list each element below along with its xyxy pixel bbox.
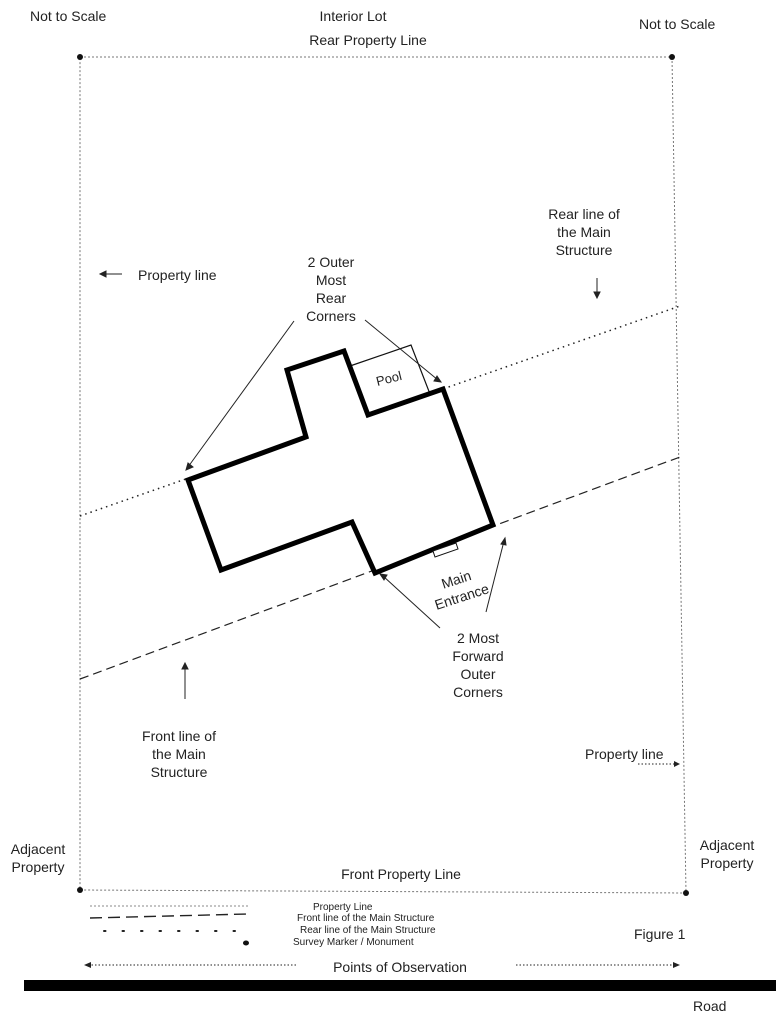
property-line-left-label: Property line: [138, 267, 217, 283]
annotation-arrows: [98, 270, 601, 699]
front-property-line-label: Front Property Line: [341, 866, 461, 882]
main-entrance-step: [432, 542, 459, 558]
survey-marker-tl: [77, 54, 83, 60]
interior-lot-label: Interior Lot: [319, 8, 387, 24]
adjacent-property-right: Adjacent Property: [699, 837, 755, 871]
survey-marker-tr: [669, 54, 675, 60]
figure-label: Figure 1: [634, 926, 686, 942]
survey-marker-bl: [77, 887, 83, 893]
property-line-right-arrowhead: [674, 761, 680, 767]
not-to-scale-left: Not to Scale: [30, 8, 107, 24]
main-structure: [184, 347, 497, 577]
outer-rear-corners-label: 2 Outer Most Rear Corners: [306, 254, 356, 324]
observation-arrowhead-left: [84, 962, 91, 968]
legend-survey-marker-sample: [243, 940, 249, 946]
legend-survey-marker: Survey Marker / Monument: [293, 937, 414, 948]
forward-corners-label: 2 Most Forward Outer Corners: [452, 630, 504, 700]
legend-front-line: Front line of the Main Structure: [297, 913, 435, 924]
adjacent-property-left: Adjacent Property: [10, 841, 66, 875]
observation-arrowhead-right: [673, 962, 680, 968]
not-to-scale-right: Not to Scale: [639, 16, 716, 32]
front-line-of-structure: [79, 456, 681, 680]
front-line-structure-label: Front line of the Main Structure: [142, 728, 216, 780]
road-bar: [24, 980, 776, 991]
legend-front-line-sample: [89, 913, 249, 919]
rear-line-structure-label: Rear line of the Main Structure: [548, 206, 620, 258]
legend-property-line: Property Line: [313, 902, 373, 913]
survey-marker-br: [683, 890, 689, 896]
legend-rear-line: Rear line of the Main Structure: [300, 925, 436, 936]
points-of-observation-label: Points of Observation: [333, 959, 467, 975]
road-label: Road: [693, 998, 727, 1014]
rear-line-of-structure: [79, 305, 681, 517]
rear-property-line-label: Rear Property Line: [309, 32, 427, 48]
property-line-right-label: Property line: [585, 746, 664, 762]
